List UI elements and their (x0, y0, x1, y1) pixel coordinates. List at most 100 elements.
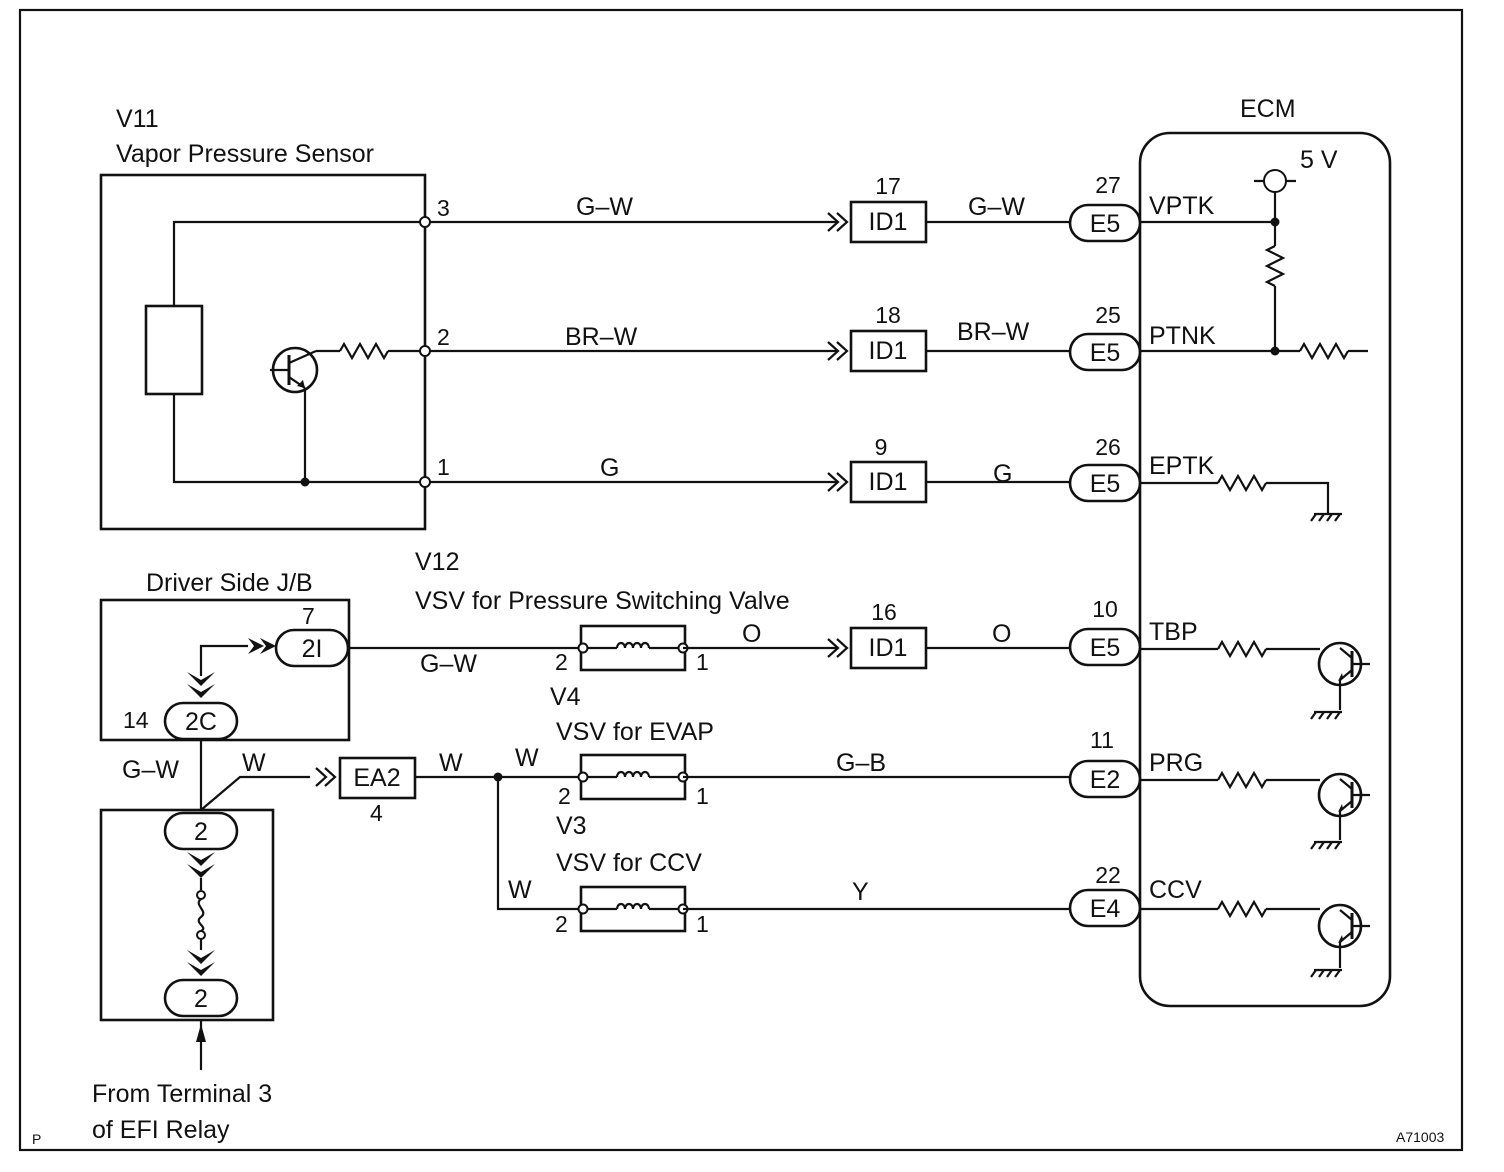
from-terminal-line2: of EFI Relay (92, 1116, 230, 1144)
sensor-code: V11 (116, 105, 159, 133)
jb-title: Driver Side J/B (146, 569, 313, 597)
ecm-pin: 22 (1095, 862, 1121, 888)
ecm-connector-ccv: E4 22 (1068, 862, 1142, 928)
id1-connector-9 (849, 460, 928, 504)
vsv-valve-symbol (577, 753, 689, 801)
v12-code: V12 (415, 548, 459, 576)
v12-name: VSV for Pressure Switching Valve (415, 587, 790, 615)
wire-eptk: G ID1 9 G (430, 434, 1070, 504)
signal-eptk: EPTK (1149, 452, 1215, 480)
driver-side-jb: Driver Side J/B 2I 7 2C 14 (99, 569, 351, 742)
signal-vptk: VPTK (1149, 192, 1215, 220)
five-volt-supply: 5 V (1254, 146, 1338, 246)
id1-connector-18 (849, 329, 928, 373)
sensor-pin-2: 2 (437, 324, 450, 350)
id1-label: ID1 (869, 468, 908, 496)
signal-ccv: CCV (1149, 876, 1202, 904)
signal-prg: PRG (1149, 749, 1203, 777)
vsv-pin-out: 1 (696, 783, 709, 809)
wire-color-eptk-right: G (993, 460, 1012, 488)
id1-pin-18: 18 (875, 302, 901, 328)
vsv-valve-symbol (577, 885, 689, 933)
vapor-pressure-sensor: V11 Vapor Pressure Sensor 3 2 1 (99, 105, 450, 531)
jb-connector-2i-label: 2I (302, 635, 323, 663)
from-terminal-line1: From Terminal 3 (92, 1080, 272, 1108)
wire-color-to-evap: W (515, 744, 539, 772)
id1-label: ID1 (869, 634, 908, 662)
ecm-connector-label: E5 (1090, 339, 1121, 367)
ccv-name: VSV for CCV (556, 849, 702, 877)
vsv-pressure-switching: V12 VSV for Pressure Switching Valve G–W… (348, 548, 1070, 711)
vsv-pin-out: 1 (696, 649, 709, 675)
wire-color-vptk-right: G–W (968, 193, 1025, 221)
signal-tbp: TBP (1149, 618, 1198, 646)
ecm-pin: 27 (1095, 172, 1121, 198)
ecm-connector-label: E4 (1090, 895, 1121, 923)
sensor-element (144, 304, 204, 396)
diagram-frame (18, 8, 1464, 1152)
wire-color-ptnk-left: BR–W (565, 323, 638, 351)
wire-color-tbp-right2: O (992, 620, 1011, 648)
fuse-icon (197, 898, 205, 932)
wire-color-ptnk-right: BR–W (957, 318, 1030, 346)
ecm-connector-label: E5 (1090, 470, 1121, 498)
ecm-connector-tbp: E5 10 (1068, 596, 1142, 667)
wire-vptk: G–W ID1 17 G–W (430, 173, 1070, 244)
wire-color-tbp-left: G–W (420, 650, 477, 678)
ecm-connector-eptk: E5 26 (1068, 434, 1142, 503)
vsv-valve-symbol (577, 624, 689, 672)
pullup-resistor (1264, 245, 1286, 287)
ecm: ECM E5 27 E5 25 E5 26 E5 10 E2 11 (1068, 95, 1392, 1008)
ecm-pin: 25 (1095, 302, 1121, 328)
signal-ptnk: PTNK (1149, 322, 1216, 350)
wire-color-ea2-out: W (439, 749, 463, 777)
jb-pin-7: 7 (302, 603, 315, 629)
vsv-pin-in: 2 (558, 783, 571, 809)
ecm-connector-vptk: E5 27 (1068, 172, 1142, 243)
fuse-connector-top-label: 2 (194, 818, 208, 846)
wire-color-to-ccv: W (508, 876, 532, 904)
sensor-name: Vapor Pressure Sensor (116, 140, 374, 168)
id1-pin-9: 9 (875, 434, 888, 460)
jb-pin-14: 14 (123, 707, 149, 733)
wire-color-eptk-left: G (600, 454, 619, 482)
footer-left-mark: P (32, 1131, 41, 1147)
vsv-ccv: VSV for CCV 2 1 Y (555, 849, 1070, 937)
id1-label: ID1 (869, 337, 908, 365)
wire-color-tbp-right: O (742, 620, 761, 648)
vsv-pin-out: 1 (696, 911, 709, 937)
ecm-title: ECM (1240, 95, 1296, 123)
ecm-pin: 10 (1092, 596, 1118, 622)
ecm-connector-prg: E2 11 (1068, 727, 1142, 799)
v4-code: V4 (550, 683, 581, 711)
ecm-pin: 26 (1095, 434, 1121, 460)
ecm-connector-ptnk: E5 25 (1068, 302, 1142, 372)
wire-color-prg: G–B (836, 749, 886, 777)
supply-label: 5 V (1300, 146, 1338, 174)
vsv-evap: VSV for EVAP 2 1 V3 G–B (556, 718, 1070, 840)
sensor-pin-3: 3 (437, 195, 450, 221)
fuse-connector-bottom (163, 978, 239, 1018)
wire-color-jb-down: G–W (122, 756, 179, 784)
wire-ptnk: BR–W ID1 18 BR–W (430, 302, 1070, 373)
id1-label: ID1 (869, 208, 908, 236)
id1-pin-16: 16 (871, 599, 897, 625)
fuse-block: 2 2 (99, 808, 275, 1022)
sensor-pin-1: 1 (437, 454, 450, 480)
sensor-transistor (270, 346, 319, 482)
fuse-connector-top (163, 811, 239, 851)
ea2-pin: 4 (370, 800, 383, 826)
wire-color-vptk-left: G–W (576, 193, 633, 221)
fuse-connector-bottom-label: 2 (194, 985, 208, 1013)
ea2-label: EA2 (353, 764, 400, 792)
wire-color-ccv: Y (852, 878, 869, 906)
id1-pin-17: 17 (875, 173, 901, 199)
evap-name: VSV for EVAP (556, 718, 714, 746)
v3-code: V3 (556, 812, 587, 840)
vsv-pin-in: 2 (555, 911, 568, 937)
connector-arrow (314, 766, 337, 788)
ecm-connector-label: E5 (1090, 210, 1121, 238)
ea2-connector: EA2 4 (338, 756, 417, 826)
ecm-connector-label: E2 (1090, 766, 1121, 794)
